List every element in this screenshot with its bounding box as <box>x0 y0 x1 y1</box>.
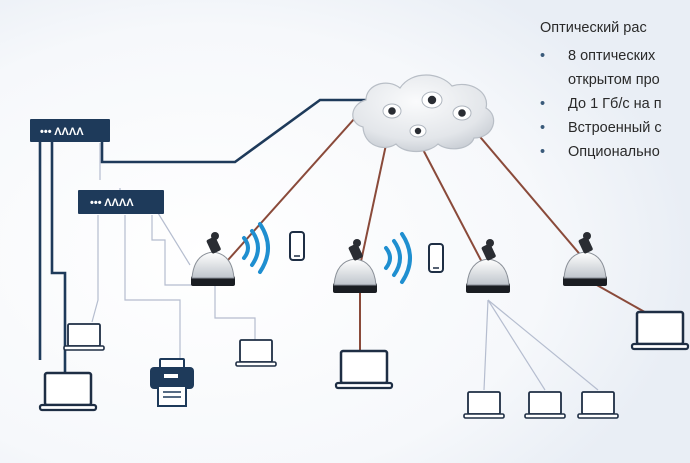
laptop-large-icon <box>38 371 98 412</box>
switch-top-label: ••• ΛΛΛΛ <box>40 126 84 138</box>
switch-middle: ••• ΛΛΛΛ <box>78 190 164 214</box>
laptop-3-icon <box>334 349 394 390</box>
wifi-2-icon <box>384 232 412 284</box>
phone-1-icon <box>289 231 305 261</box>
feature-item-continuation: открытом про <box>568 72 660 88</box>
feature-list: 8 оптических открытом про До 1 Гб/с на п… <box>540 44 690 164</box>
phone-2-icon <box>428 243 444 273</box>
laptop-7-icon <box>577 391 619 419</box>
laptop-5-icon <box>463 391 505 419</box>
laptop-6-icon <box>524 391 566 419</box>
switch-top: ••• ΛΛΛΛ <box>30 119 110 142</box>
optical-cloud <box>352 74 495 153</box>
feature-item: До 1 Гб/с на п <box>540 92 690 116</box>
feature-item: Встроенный с <box>540 116 690 140</box>
laptop-2-icon <box>235 339 277 367</box>
wifi-1-icon <box>242 222 270 274</box>
terminal-4-icon <box>562 231 608 287</box>
optical-links <box>227 117 651 350</box>
caption-title: Оптический рас <box>540 20 647 36</box>
switch-uplink <box>38 98 378 375</box>
laptop-1-icon <box>63 323 105 351</box>
feature-item: 8 оптических <box>540 44 690 68</box>
terminal-3-icon <box>465 238 511 294</box>
printer-icon <box>150 358 194 407</box>
feature-item: Опционально <box>540 140 690 164</box>
laptop-4-icon <box>630 310 690 351</box>
feature-caption: Оптический рас 8 оптических открытом про… <box>540 16 690 164</box>
switch-middle-label: ••• ΛΛΛΛ <box>90 197 134 209</box>
terminal-2-icon <box>332 238 378 294</box>
